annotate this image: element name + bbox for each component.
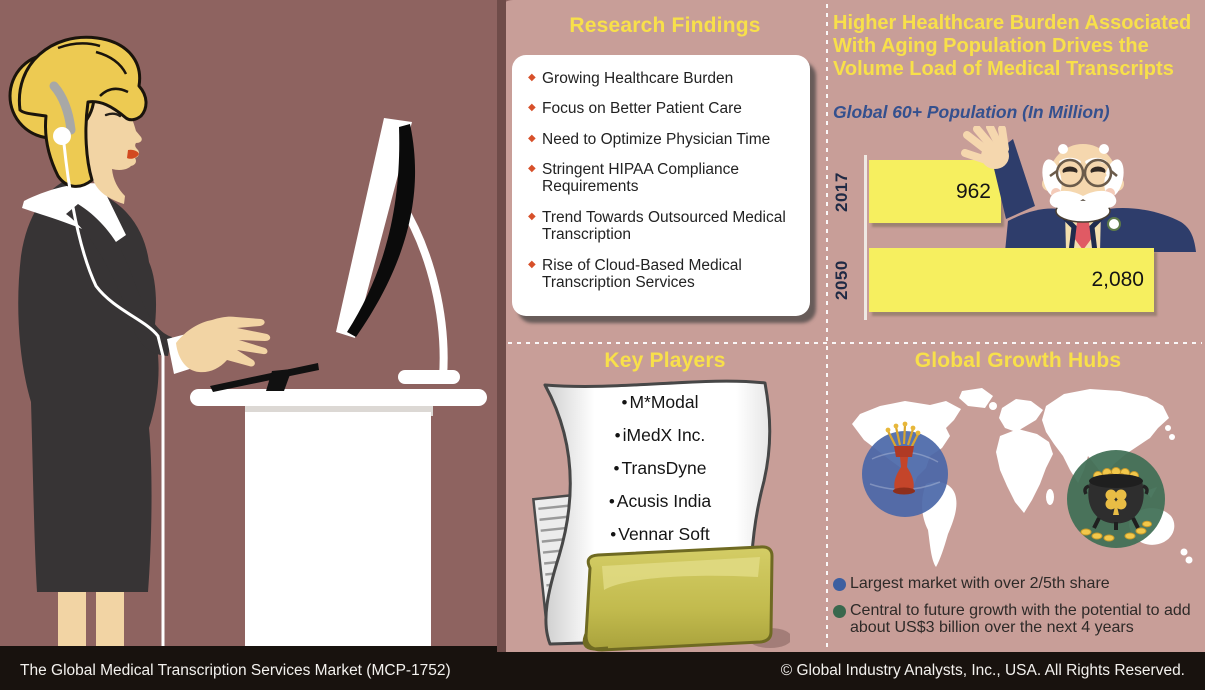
diamond-bullet-icon: ◆ (528, 210, 536, 222)
legend-item: Largest market with over 2/5th share (833, 575, 1195, 593)
folder-curl (582, 633, 609, 651)
leg (96, 590, 124, 652)
head (1042, 144, 1124, 223)
earbud-icon (53, 127, 71, 145)
finding-item: ◆Rise of Cloud-Based Medical Transcripti… (528, 256, 742, 291)
finding-item: ◆Need to Optimize Physician Time (528, 130, 771, 148)
key-player-item: •Acusis India (608, 491, 712, 511)
elderly-man-illustration (961, 126, 1196, 252)
diamond-bullet-icon: ◆ (528, 102, 536, 114)
earphone-cord (62, 143, 165, 650)
report-title: The Global Medical Transcription Service… (20, 662, 451, 679)
bar-2050: 2,080 (869, 248, 1154, 312)
world-map (852, 388, 1193, 567)
finding-item: ◆Focus on Better Patient Care (528, 100, 742, 118)
future-growth-marker (1067, 450, 1165, 548)
suit-left (1005, 208, 1068, 252)
headband (49, 81, 76, 135)
lips (127, 149, 139, 159)
legend-item: Central to future growth with the potent… (833, 602, 1195, 637)
woman-at-standing-desk-illustration (0, 0, 497, 652)
pot-of-gold-icon (1080, 467, 1152, 542)
panel-divider (497, 0, 506, 652)
research-findings-title: Research Findings (569, 14, 761, 37)
hand (176, 316, 271, 373)
clover-icon (1105, 489, 1127, 515)
key-player-item: •Vennar Soft (610, 524, 710, 544)
largest-market-marker (862, 421, 948, 517)
chart-axis (864, 155, 867, 320)
dot-bullet-icon: • (608, 492, 615, 511)
key-player-item: •iMedX Inc. (614, 425, 706, 445)
footer-bar: The Global Medical Transcription Service… (0, 652, 1205, 690)
diamond-bullet-icon: ◆ (528, 132, 536, 144)
finding-item: ◆Trend Towards Outsourced Medical Transc… (528, 208, 786, 244)
monitor-icon (336, 118, 460, 384)
standing-desk (190, 389, 487, 650)
mustache (1049, 190, 1117, 209)
chess-piece-icon (885, 421, 921, 495)
blue-legend-dot-icon (833, 578, 846, 591)
leg (58, 590, 86, 652)
closed-eye (104, 112, 122, 118)
keyboard-icon (210, 363, 319, 392)
key-player-item: •M*Modal (621, 392, 699, 412)
suit-and-skirt (18, 178, 159, 592)
aging-chart-subtitle: Global 60+ Population (In Million) (833, 102, 1110, 122)
key-player-item: •TransDyne (613, 458, 707, 478)
tie (1074, 218, 1092, 250)
vertical-dotted-divider (826, 4, 828, 648)
key-players-title: Key Players (604, 349, 726, 372)
medical-transcriptionist-figure (8, 35, 271, 652)
growth-hubs-legend: Largest market with over 2/5th share Cen… (833, 575, 1195, 646)
dot-bullet-icon: • (610, 525, 617, 544)
document-scroll-illustration (531, 379, 790, 652)
finding-item: ◆Stringent HIPAA Compliance Requirements (528, 161, 740, 196)
copyright-text: © Global Industry Analysts, Inc., USA. A… (780, 662, 1185, 679)
face-profile (72, 94, 142, 204)
diamond-bullet-icon: ◆ (528, 163, 536, 175)
dot-bullet-icon: • (621, 393, 628, 412)
green-legend-dot-icon (833, 604, 846, 618)
horizontal-dotted-divider (508, 342, 1202, 344)
bar-category-label: 2017 (832, 172, 851, 212)
finding-item: ◆Growing Healthcare Burden (528, 70, 734, 87)
lapel-flower-icon (1107, 217, 1121, 231)
arm (66, 204, 172, 356)
key-players-list: •M*Modal •iMedX Inc. •TransDyne •Acusis … (545, 392, 775, 557)
suit-right (1098, 208, 1196, 252)
folder-highlight (602, 557, 760, 590)
floor-line (0, 646, 497, 652)
dot-bullet-icon: • (614, 426, 621, 445)
glasses-icon (1049, 158, 1118, 188)
research-findings-card: ◆Growing Healthcare Burden ◆Focus on Bet… (512, 55, 810, 316)
aging-chart-title: Higher Healthcare Burden Associated With… (833, 12, 1192, 81)
diamond-bullet-icon: ◆ (528, 72, 536, 83)
dot-bullet-icon: • (613, 459, 620, 478)
growth-hubs-title: Global Growth Hubs (914, 349, 1122, 372)
bar-2017: 962 (869, 160, 1001, 223)
bar-category-label: 2050 (832, 260, 851, 300)
diamond-bullet-icon: ◆ (528, 258, 536, 270)
